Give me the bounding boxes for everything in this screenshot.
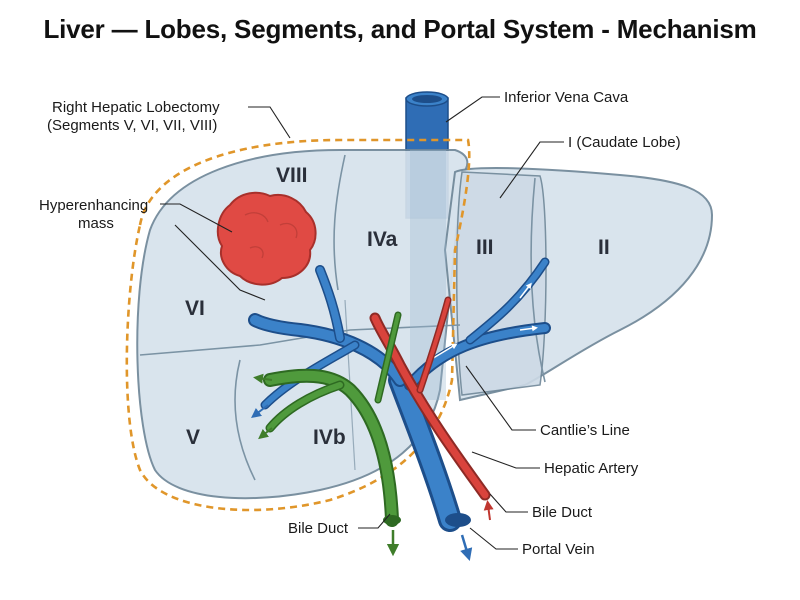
lobectomy-label-line2: (Segments V, VI, VII, VIII) bbox=[47, 117, 217, 134]
caudate-leader bbox=[499, 141, 564, 199]
hyperenhancing-mass bbox=[216, 191, 317, 286]
bile-duct-right-label: Bile Duct bbox=[532, 504, 593, 521]
caudate-label: I (Caudate Lobe) bbox=[568, 134, 681, 151]
bile-duct-right-leader bbox=[489, 493, 528, 513]
segment-ii-label: II bbox=[598, 236, 610, 259]
cantlie-leader bbox=[465, 365, 536, 431]
hepatic-artery-leader bbox=[471, 451, 540, 469]
portal-vein bbox=[248, 257, 551, 561]
ivc-leader bbox=[445, 96, 500, 123]
lobectomy-label-line1: Right Hepatic Lobectomy bbox=[52, 99, 220, 116]
lobectomy-outline bbox=[125, 138, 471, 512]
hepatic-artery-label: Hepatic Artery bbox=[544, 460, 639, 477]
bile-duct-left-label: Bile Duct bbox=[288, 520, 349, 537]
mass-label-line2: mass bbox=[78, 215, 114, 232]
cantlie-label: Cantlie’s Line bbox=[540, 422, 630, 439]
portal-vein-label: Portal Vein bbox=[522, 541, 595, 558]
mass-leader bbox=[160, 203, 233, 233]
page-title: Liver — Lobes, Segments, and Portal Syst… bbox=[43, 14, 757, 44]
segment-vi-label: VI bbox=[185, 297, 205, 320]
bile-duct bbox=[253, 311, 402, 557]
lobectomy-leader bbox=[248, 106, 291, 139]
segment-iva-label: IVa bbox=[367, 228, 398, 251]
portal-vein-leader bbox=[469, 527, 518, 550]
bile-duct-left-leader bbox=[358, 513, 391, 529]
segment-v-label: V bbox=[186, 426, 200, 449]
mass-label-line1: Hyperenhancing bbox=[39, 197, 148, 214]
segment-iii-label: III bbox=[476, 236, 494, 259]
segment-ivb-label: IVb bbox=[313, 426, 346, 449]
hepatic-artery bbox=[369, 296, 494, 521]
ivc-label: Inferior Vena Cava bbox=[504, 89, 629, 106]
segment-viii-label: VIII bbox=[276, 164, 308, 187]
